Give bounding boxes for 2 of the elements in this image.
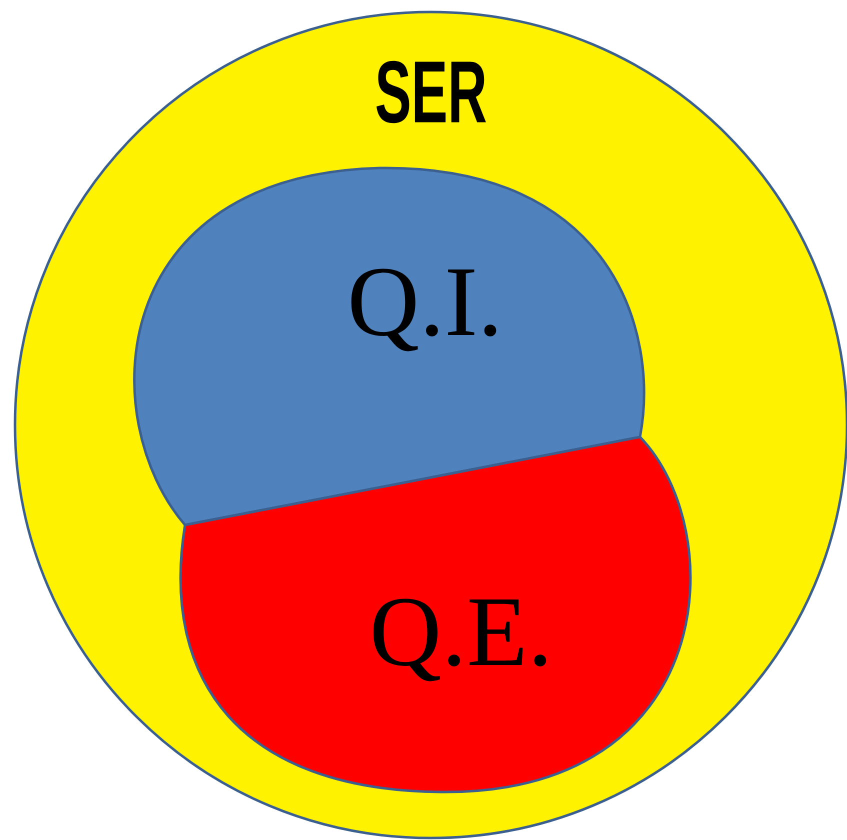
lower-region: Q.E. [180, 436, 692, 794]
upper-region: Q.I. [133, 166, 645, 526]
